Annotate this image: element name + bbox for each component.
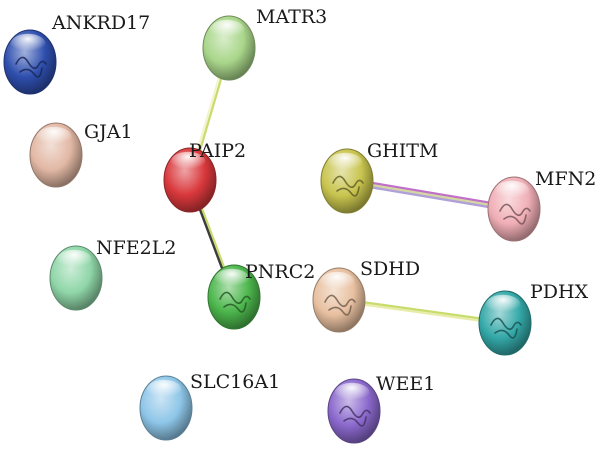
- node-label: MATR3: [256, 6, 327, 28]
- structure-icon: [324, 294, 356, 316]
- structure-icon: [332, 175, 364, 197]
- node-gloss: [319, 271, 355, 293]
- node-gloss: [494, 180, 530, 202]
- edge-strand: [345, 181, 515, 213]
- node-gloss: [10, 33, 46, 55]
- node-pnrc2[interactable]: PNRC2: [207, 261, 315, 330]
- edge-ghitm-mfn2[interactable]: [345, 177, 516, 213]
- node-mfn2[interactable]: MFN2: [487, 168, 596, 242]
- node-nfe2l2[interactable]: NFE2L2: [49, 237, 176, 311]
- edge-strand: [337, 297, 507, 324]
- node-label: WEE1: [376, 373, 435, 395]
- node-label: MFN2: [535, 168, 596, 190]
- node-wee1[interactable]: WEE1: [327, 373, 435, 444]
- node-label: SDHD: [360, 258, 420, 280]
- edge-strand: [337, 299, 507, 326]
- edge-sdhd-pdhx[interactable]: [337, 297, 507, 326]
- node-paip2[interactable]: PAIP2: [163, 140, 246, 213]
- structure-icon: [15, 56, 47, 78]
- node-matr3[interactable]: MATR3: [202, 6, 327, 81]
- structure-icon: [219, 291, 251, 313]
- node-label: GJA1: [84, 121, 133, 143]
- node-gloss: [334, 382, 370, 404]
- structure-icon: [339, 405, 371, 427]
- node-gloss: [146, 379, 182, 401]
- edge-strand: [346, 177, 516, 209]
- node-label: SLC16A1: [190, 371, 280, 393]
- node-label: PNRC2: [245, 261, 315, 283]
- edge-strand: [345, 179, 516, 211]
- node-label: ANKRD17: [51, 12, 150, 34]
- node-pdhx[interactable]: PDHX: [478, 281, 589, 356]
- structure-icon: [499, 203, 531, 225]
- node-label: PAIP2: [189, 140, 246, 162]
- node-gloss: [36, 126, 72, 148]
- node-gja1[interactable]: GJA1: [29, 121, 133, 188]
- node-gloss: [209, 19, 245, 41]
- node-gloss: [485, 294, 521, 316]
- node-label: NFE2L2: [96, 237, 176, 259]
- node-gloss: [170, 151, 206, 173]
- node-ghitm[interactable]: GHITM: [320, 140, 438, 214]
- node-ankrd17[interactable]: ANKRD17: [3, 12, 150, 95]
- node-gloss: [327, 152, 363, 174]
- node-gloss: [56, 249, 92, 271]
- node-slc16a1[interactable]: SLC16A1: [139, 371, 280, 441]
- node-sdhd[interactable]: SDHD: [312, 258, 420, 333]
- node-label: GHITM: [367, 140, 438, 162]
- node-gloss: [214, 268, 250, 290]
- node-label: PDHX: [530, 281, 589, 303]
- structure-icon: [490, 317, 522, 339]
